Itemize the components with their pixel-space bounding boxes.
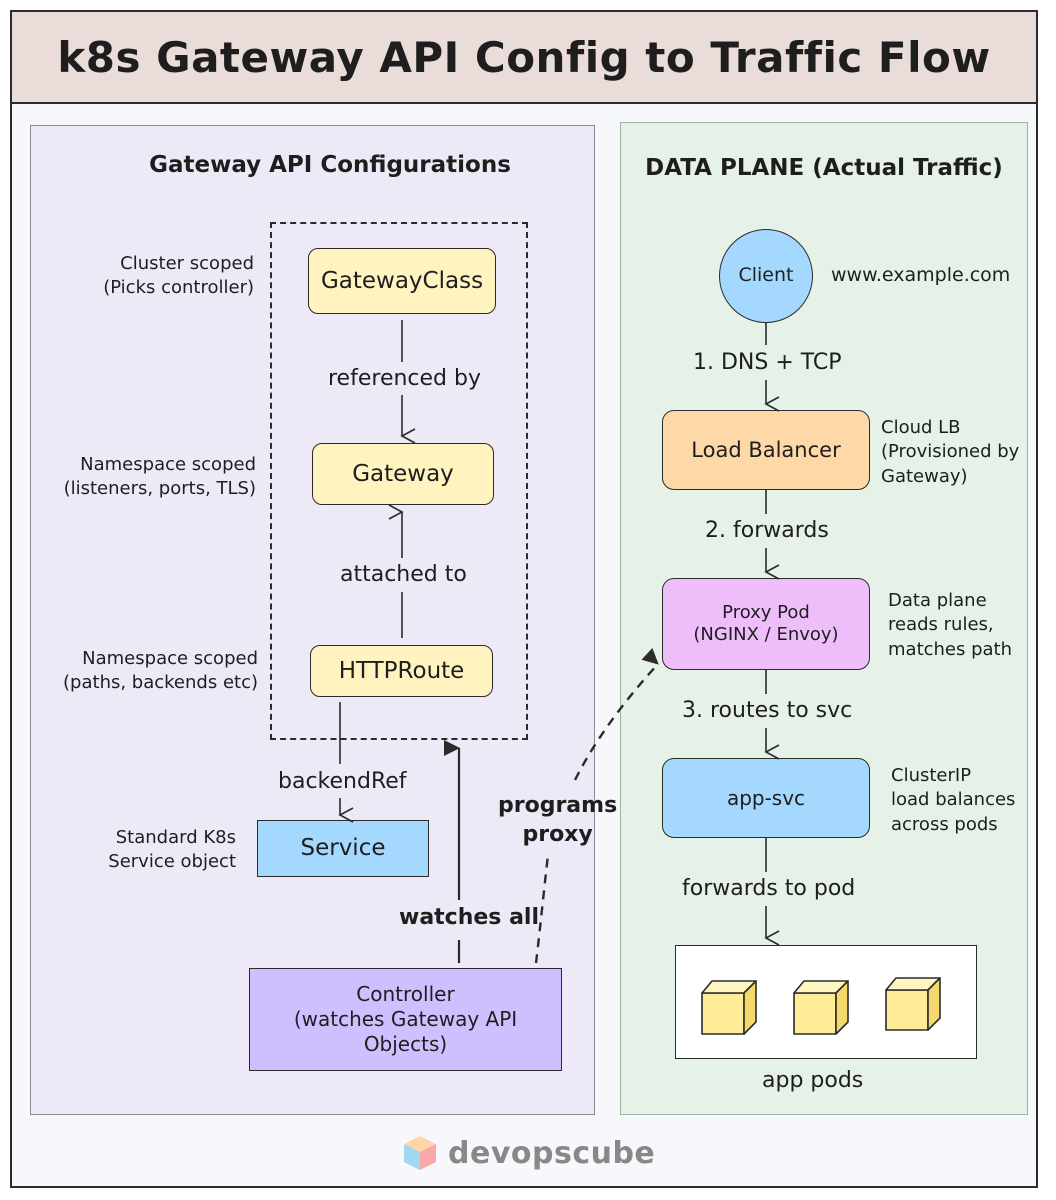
title-bar: k8s Gateway API Config to Traffic Flow [12, 12, 1036, 104]
app-pods-group [675, 945, 977, 1059]
brand-cube-icon [404, 1136, 436, 1170]
forwards-label: 2. forwards [705, 518, 829, 543]
httproute-node: HTTPRoute [310, 645, 493, 697]
referenced-by-label: referenced by [328, 366, 481, 391]
service-note: Standard K8s Service object [108, 827, 236, 873]
app-svc-note: ClusterIP load balances across pods [891, 765, 1016, 835]
brand-logo: devopscube [400, 1133, 655, 1173]
gateway-label: Gateway [352, 460, 454, 487]
httproute-label: HTTPRoute [338, 657, 465, 684]
client-node: Client [719, 229, 813, 323]
gatewayclass-scope-note: Cluster scoped (Picks controller) [103, 253, 254, 299]
programs-proxy-label: programs proxy [498, 793, 618, 847]
proxy-pod-node: Proxy Pod (NGINX / Envoy) [662, 578, 870, 670]
forwards-to-pod-label: forwards to pod [682, 876, 856, 901]
gatewayclass-label: GatewayClass [320, 267, 484, 294]
app-svc-label: app-svc [726, 785, 806, 810]
service-node: Service [257, 820, 429, 877]
config-panel-heading: Gateway API Configurations [149, 152, 511, 178]
brand-name: devopscube [448, 1135, 656, 1171]
client-label: Client [738, 264, 794, 287]
app-svc-node: app-svc [662, 758, 870, 838]
app-pods-label: app pods [762, 1068, 864, 1093]
load-balancer-note: Cloud LB (Provisioned by Gateway) [881, 417, 1020, 487]
service-label: Service [300, 835, 386, 862]
backendref-label: backendRef [278, 769, 407, 794]
gatewayclass-node: GatewayClass [308, 248, 496, 314]
host-label: www.example.com [831, 264, 1011, 286]
routes-to-svc-label: 3. routes to svc [682, 698, 853, 723]
gateway-scope-note: Namespace scoped (listeners, ports, TLS) [63, 454, 256, 500]
httproute-scope-note: Namespace scoped (paths, backends etc) [63, 648, 258, 694]
page-title: k8s Gateway API Config to Traffic Flow [57, 32, 991, 82]
gateway-api-objects-group [270, 222, 528, 740]
load-balancer-node: Load Balancer [662, 410, 870, 490]
load-balancer-label: Load Balancer [691, 437, 841, 462]
dns-tcp-label: 1. DNS + TCP [693, 350, 842, 375]
data-plane-heading: DATA PLANE (Actual Traffic) [645, 155, 1003, 181]
gateway-node: Gateway [312, 443, 494, 505]
watches-all-label: watches all [399, 905, 539, 930]
proxy-pod-note: Data plane reads rules, matches path [888, 590, 1013, 660]
attached-to-label: attached to [340, 562, 467, 587]
controller-node: Controller (watches Gateway API Objects) [249, 968, 562, 1071]
